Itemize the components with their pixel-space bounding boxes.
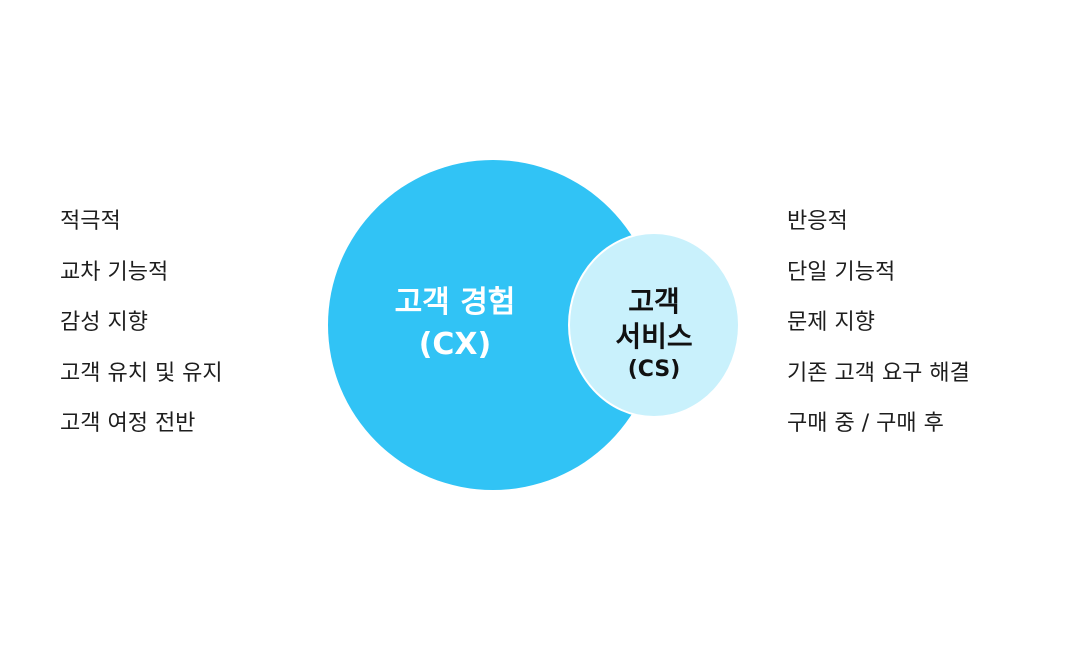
cx-abbr: (CX) xyxy=(418,326,492,362)
cs-title-line2: 서비스 xyxy=(615,320,693,353)
cs-trait: 단일 기능적 xyxy=(787,259,896,285)
cs-trait: 문제 지향 xyxy=(787,310,875,335)
cs-trait: 구매 중 / 구매 후 xyxy=(787,411,944,436)
cx-trait: 교차 기능적 xyxy=(60,259,169,285)
cs-abbr: (CS) xyxy=(627,357,681,382)
cx-title: 고객 경험 xyxy=(394,285,516,320)
cx-trait: 고객 유치 및 유지 xyxy=(60,360,223,386)
cs-circle xyxy=(570,234,738,416)
cs-trait: 기존 고객 요구 해결 xyxy=(787,360,970,386)
cx-trait: 감성 지향 xyxy=(60,310,148,335)
cx-label: 고객 경험 (CX) xyxy=(370,284,540,363)
cs-traits-list: 반응적 단일 기능적 문제 지향 기존 고객 요구 해결 구매 중 / 구매 후 xyxy=(787,205,970,458)
cs-title-line1: 고객 xyxy=(628,285,680,318)
cx-trait: 고객 여정 전반 xyxy=(60,411,196,436)
cs-trait: 반응적 xyxy=(787,209,848,234)
cx-traits-list: 적극적 교차 기능적 감성 지향 고객 유치 및 유지 고객 여정 전반 xyxy=(60,205,223,458)
cs-label: 고객 서비스 (CS) xyxy=(570,284,738,386)
cx-trait: 적극적 xyxy=(60,209,121,234)
